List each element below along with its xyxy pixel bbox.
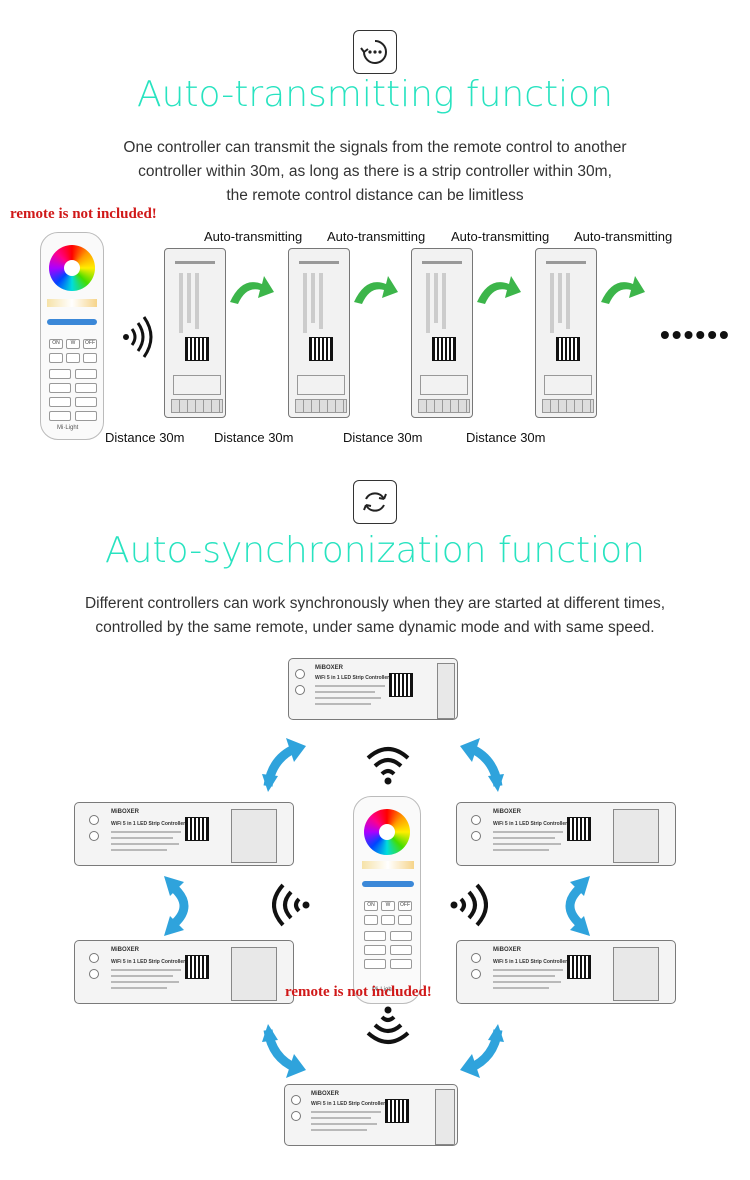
sync-arrow-top-right-icon <box>460 738 504 792</box>
brightness-slider <box>362 881 414 887</box>
controller-left-upper: MiBOXER WiFi 5 in 1 LED Strip Controller <box>74 802 294 866</box>
remote-brand: Mi·Light <box>372 987 394 993</box>
distance-label-4: Distance 30m <box>466 430 546 445</box>
auto-transmitting-title: Auto-transmitting function <box>136 74 613 115</box>
controller-3 <box>411 248 473 418</box>
wifi-signal-right-icon <box>450 883 488 927</box>
green-arrow-icon <box>230 276 274 304</box>
wifi-signal-up-icon <box>366 747 410 785</box>
sync-icon <box>353 480 397 524</box>
controller-left-lower: MiBOXER WiFi 5 in 1 LED Strip Controller <box>74 940 294 1004</box>
green-arrow-icon <box>601 276 645 304</box>
transmit-icon <box>353 30 397 74</box>
remote-not-included-note: remote is not included! <box>285 984 432 1000</box>
continuation-ellipsis: •••••• <box>660 319 731 350</box>
sync-arrow-top-left-icon <box>262 738 306 792</box>
controller-4 <box>535 248 597 418</box>
wifi-signal-left-icon <box>272 883 310 927</box>
distance-label-3: Distance 30m <box>343 430 423 445</box>
color-wheel <box>49 245 95 291</box>
description-line-3: the remote control distance can be limit… <box>226 187 524 204</box>
remote-control: ON W OFF Mi·Light <box>353 796 421 1004</box>
transmit-label-3: Auto-transmitting <box>451 229 550 244</box>
auto-synchronization-title: Auto-synchronization function <box>105 530 645 571</box>
sync-arrow-left-icon <box>164 876 189 936</box>
green-arrow-icon <box>477 276 521 304</box>
remote-control: ON W OFF Mi·Light <box>40 232 104 440</box>
controller-right-lower: MiBOXER WiFi 5 in 1 LED Strip Controller <box>456 940 676 1004</box>
sync-arrow-bottom-right-icon <box>460 1024 504 1078</box>
controller-right-upper: MiBOXER WiFi 5 in 1 LED Strip Controller <box>456 802 676 866</box>
wifi-signal-down-icon <box>366 1006 410 1044</box>
green-arrow-icon <box>354 276 398 304</box>
description-line-2: controller within 30m, as long as there … <box>138 163 612 180</box>
auto-transmitting-description: One controller can transmit the signals … <box>40 136 710 208</box>
description-line-1: Different controllers can work synchrono… <box>84 595 666 612</box>
controller-1 <box>164 248 226 418</box>
controller-top: MiBOXER WiFi 5 in 1 LED Strip Controller <box>288 658 458 720</box>
white-slider <box>47 299 97 307</box>
remote-not-included-note: remote is not included! <box>10 206 157 222</box>
auto-synchronization-description: Different controllers can work synchrono… <box>20 592 730 640</box>
description-line-1: One controller can transmit the signals … <box>123 139 627 156</box>
transmit-label-2: Auto-transmitting <box>327 229 426 244</box>
distance-label-1: Distance 30m <box>105 430 185 445</box>
transmit-label-4: Auto-transmitting <box>574 229 673 244</box>
sync-arrow-bottom-left-icon <box>262 1024 306 1078</box>
transmit-label-1: Auto-transmitting <box>204 229 303 244</box>
controller-bottom: MiBOXER WiFi 5 in 1 LED Strip Controller <box>284 1084 458 1146</box>
controller-2 <box>288 248 350 418</box>
white-slider <box>362 861 414 869</box>
distance-label-2: Distance 30m <box>214 430 294 445</box>
remote-brand: Mi·Light <box>57 425 79 431</box>
sync-arrow-right-icon <box>565 876 590 936</box>
brightness-slider <box>47 319 97 325</box>
description-line-2: controlled by the same remote, under sam… <box>95 619 655 636</box>
color-wheel <box>364 809 410 855</box>
wireless-signal-icon <box>122 316 154 363</box>
